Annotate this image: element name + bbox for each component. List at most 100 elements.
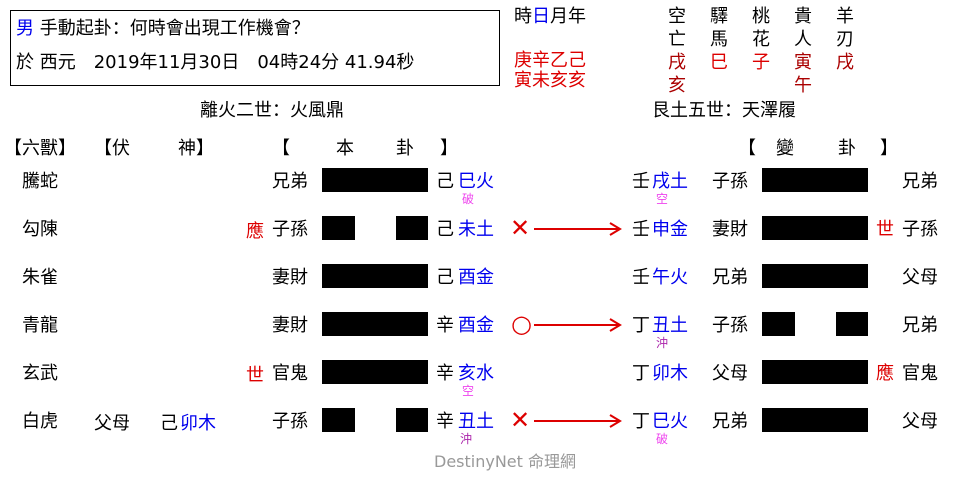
changed-branch-label: 戌土 [652,171,688,192]
yang-line [322,168,428,192]
header-bian-gua: 卦 [838,138,856,159]
shensha-0-row1: 空 [668,6,686,27]
branch-label: 酉金 [458,315,494,336]
shensha-0-row3: 戌 [668,52,686,73]
changed-yin-line-left [762,312,795,336]
header-bian-right: 】 [880,138,898,159]
changed-right-relation: 父母 [902,411,938,432]
changed-yang-line [762,264,868,288]
shensha-2-row3: 子 [752,52,770,73]
branch-label: 巳火 [458,171,494,192]
shensha-4-row1: 羊 [836,6,854,27]
changed-yin-line-right [836,312,868,336]
stem-label: 己 [436,171,454,192]
shensha-1-row1: 驛 [710,6,728,27]
shensha-0-row2: 亡 [668,29,686,50]
header-ben-gua: 卦 [396,138,414,159]
moving-cross-mark: ✕ [510,406,531,434]
changed-stem-label: 壬 [632,171,650,192]
time-labels: 時日月年 [514,6,586,28]
relation-label: 子孫 [272,219,308,240]
arrow-icon [534,414,622,428]
watermark: DestinyNet 命理網 [434,452,577,471]
yin-line-left [322,216,355,240]
header-ben-left: 【 [272,138,290,159]
beast-label: 騰蛇 [22,171,58,192]
shensha-4-row3: 戌 [836,52,854,73]
changed-yang-line [762,408,868,432]
changed-stem-label: 壬 [632,219,650,240]
header-fushen-right: 神】 [178,138,214,159]
stem-label: 己 [436,219,454,240]
changed-right-relation: 兄弟 [902,315,938,336]
changed-right-relation: 父母 [902,267,938,288]
changed-right-relation: 官鬼 [902,363,938,384]
header-bian-left: 【 [738,138,756,159]
shensha-1-row2: 馬 [710,29,728,50]
changed-branch-label: 午火 [652,267,688,288]
changed-stem-label: 丁 [632,411,650,432]
fushen-stem: 己 [160,413,178,434]
shensha-2-row2: 花 [752,29,770,50]
note-po: 破 [462,192,475,206]
shensha-2-row1: 桃 [752,6,770,27]
beast-label: 勾陳 [22,219,58,240]
ganzhi-branches: 寅未亥亥 [514,70,586,91]
changed-note-kong: 空 [656,192,669,206]
hour-label: 時 [514,6,532,27]
note-chong: 沖 [460,432,473,446]
shensha-0-row4: 亥 [668,75,686,96]
question-line: 男 手動起卦：何時會出現工作機會？ [16,18,310,40]
changed-relation-label: 子孫 [712,171,748,192]
shensha-1-row3: 巳 [710,52,728,73]
changed-branch-label: 申金 [652,219,688,240]
arrow-icon [534,222,622,236]
branch-label: 未土 [458,219,494,240]
changed-yang-line [762,360,868,384]
shensha-3-row3: 寅 [794,52,812,73]
ganzhi-stems: 庚辛乙己 [514,50,586,71]
branch-label: 亥水 [458,363,494,384]
changed-yang-line [762,216,868,240]
relation-label: 妻財 [272,315,308,336]
yang-line [322,360,428,384]
relation-label: 兄弟 [272,171,308,192]
changed-relation-label: 父母 [712,363,748,384]
gender-label: 男 [16,18,34,39]
header-fushen-left: 【伏 [94,138,130,159]
stem-label: 辛 [436,315,454,336]
yang-line [322,264,428,288]
beast-label: 朱雀 [22,267,58,288]
shensha-3-row4: 午 [794,75,812,96]
beast-label: 白虎 [22,411,58,432]
relation-label: 子孫 [272,411,308,432]
changed-stem-label: 丁 [632,315,650,336]
stem-label: 辛 [436,411,454,432]
moving-cross-mark: ✕ [510,214,531,242]
shensha-3-row2: 人 [794,29,812,50]
question-box [10,10,500,86]
changed-relation-label: 兄弟 [712,267,748,288]
day-label: 日 [532,6,550,27]
header-ben-center: 本 [336,138,354,159]
header-bian-center: 變 [776,138,794,159]
relation-label: 妻財 [272,267,308,288]
changed-right-relation: 兄弟 [902,171,938,192]
date-line: 於 西元 2019年11月30日 04時24分 41.94秒 [16,52,415,73]
stem-label: 己 [436,267,454,288]
yin-line-left [322,408,355,432]
note-kong: 空 [462,384,475,398]
branch-label: 丑土 [458,411,494,432]
changed-note-chong: 沖 [656,336,669,350]
changed-gua-title: 艮土五世：天澤履 [652,100,796,121]
ying-marker: 應 [876,363,894,384]
relation-label: 官鬼 [272,363,308,384]
changed-yang-line [762,168,868,192]
changed-relation-label: 妻財 [712,219,748,240]
shi-marker: 世 [246,365,264,386]
yin-line-right [396,408,428,432]
changed-stem-label: 壬 [632,267,650,288]
question-text: 手動起卦：何時會出現工作機會？ [39,18,310,39]
yin-line-right [396,216,428,240]
fushen-relation: 父母 [94,413,130,434]
